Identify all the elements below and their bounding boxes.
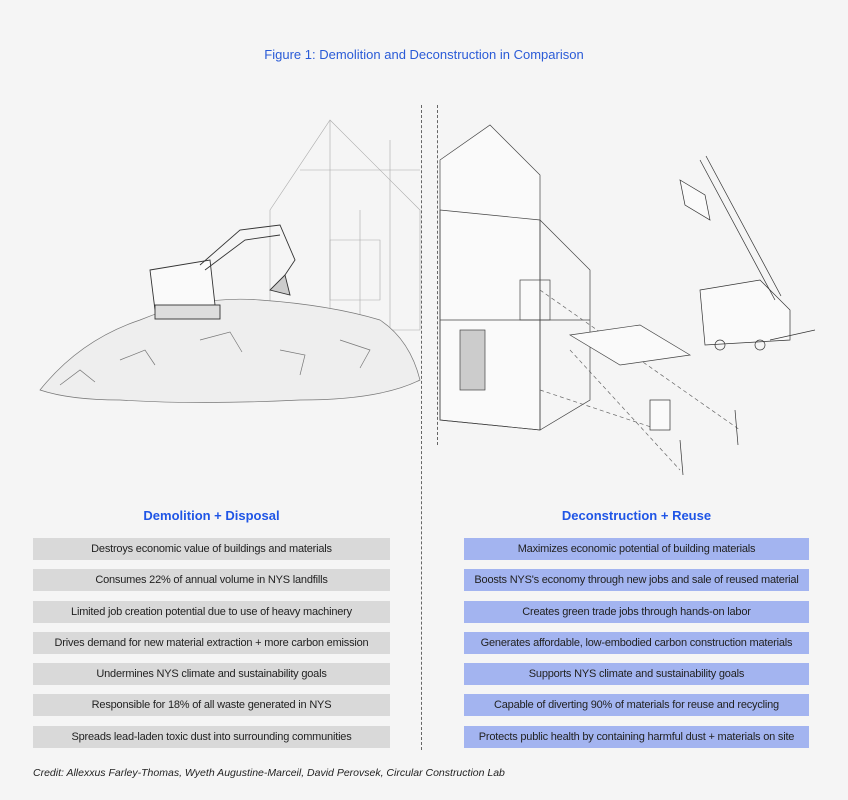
- deconstruction-illustration: [439, 124, 816, 476]
- list-item: Spreads lead-laden toxic dust into surro…: [33, 725, 390, 748]
- list-item: Undermines NYS climate and sustainabilit…: [33, 663, 390, 686]
- list-item: Maximizes economic potential of building…: [464, 538, 809, 560]
- list-item: Responsible for 18% of all waste generat…: [33, 694, 390, 717]
- demolition-list: Destroys economic value of buildings and…: [33, 538, 390, 757]
- house-section: [439, 124, 591, 431]
- list-item: Creates green trade jobs through hands-o…: [464, 600, 809, 623]
- deconstruction-list: Maximizes economic potential of building…: [464, 538, 809, 757]
- list-item: Limited job creation potential due to us…: [33, 600, 390, 623]
- list-item: Protects public health by containing har…: [464, 725, 809, 748]
- list-item: Consumes 22% of annual volume in NYS lan…: [33, 569, 390, 592]
- list-item: Capable of diverting 90% of materials fo…: [464, 694, 809, 717]
- excavator-icon: [149, 224, 296, 320]
- deconstruction-heading: Deconstruction + Reuse: [561, 508, 712, 523]
- demolition-heading: Demolition + Disposal: [143, 508, 280, 523]
- demolition-illustration: [39, 119, 421, 403]
- crane-truck-icon: [679, 155, 816, 351]
- list-item: Supports NYS climate and sustainability …: [464, 663, 809, 686]
- list-item: Generates affordable, low-embodied carbo…: [464, 631, 809, 654]
- illustration: [39, 119, 816, 476]
- figure-title: Figure 1: Demolition and Deconstruction …: [264, 47, 584, 62]
- rubble-pile: [39, 298, 421, 403]
- divider-line: [421, 105, 422, 750]
- divider-line: [437, 105, 438, 445]
- floor-panel: [568, 324, 692, 366]
- credit-line: Credit: Allexxus Farley-Thomas, Wyeth Au…: [33, 767, 505, 779]
- list-item: Destroys economic value of buildings and…: [33, 538, 390, 560]
- window-icon: [649, 399, 671, 431]
- list-item: Drives demand for new material extractio…: [33, 631, 390, 654]
- list-item: Boosts NYS's economy through new jobs an…: [464, 569, 809, 592]
